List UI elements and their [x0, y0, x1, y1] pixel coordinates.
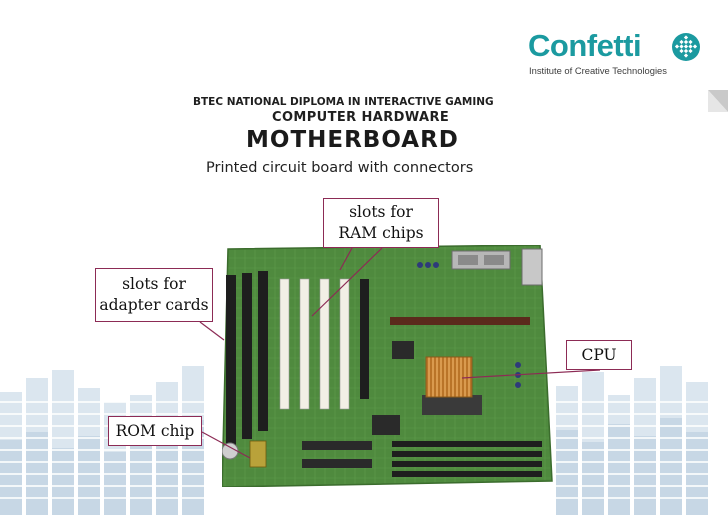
confetti-logo: Confetti Institute of Creative Technolog… [528, 28, 708, 84]
adapter-slots-callout: slots for adapter cards [95, 268, 213, 322]
ram-slots-callout: slots for RAM chips [323, 198, 439, 248]
logo-wordmark: Confetti [528, 28, 642, 63]
slide-title: MOTHERBOARD [246, 127, 459, 153]
slide-subtitle: Printed circuit board with connectors [206, 160, 474, 176]
ram-callout-line-2: RAM chips [338, 224, 424, 242]
confetti-diamond-grid-icon [672, 33, 700, 61]
rom-chip-callout: ROM chip [108, 416, 202, 446]
course-title: BTEC NATIONAL DIPLOMA IN INTERACTIVE GAM… [193, 96, 494, 108]
adapter-callout-line-1: slots for [122, 275, 186, 293]
motherboard-image [222, 245, 553, 487]
ram-callout-line-1: slots for [349, 203, 413, 221]
logo-tagline: Institute of Creative Technologies [529, 65, 667, 76]
unit-title: COMPUTER HARDWARE [272, 110, 450, 125]
adapter-callout-line-2: adapter cards [99, 296, 209, 314]
cpu-callout: CPU [566, 340, 632, 370]
